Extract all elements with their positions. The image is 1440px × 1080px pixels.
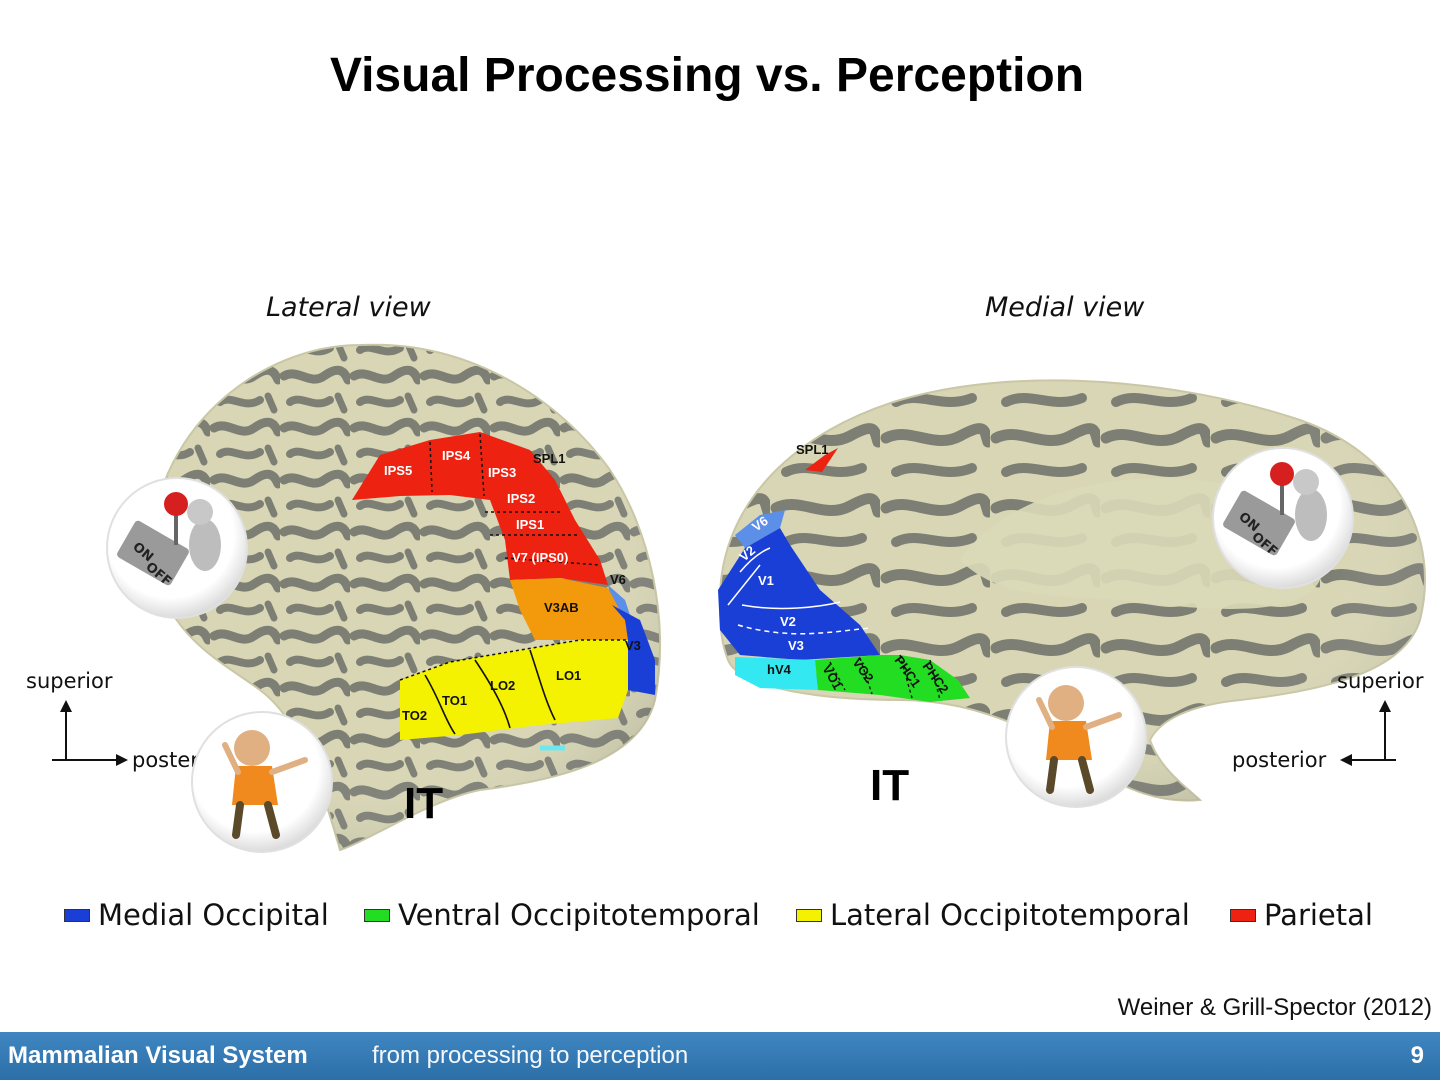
medial-view-label: Medial view — [985, 292, 1145, 323]
legend-item-ventral-occipitotemporal: Ventral Occipitotemporal — [364, 898, 760, 932]
label-m-v6: V6 — [749, 513, 771, 534]
legend-swatch — [64, 908, 90, 922]
label-ips5: IPS5 — [384, 463, 412, 478]
label-lo2: LO2 — [490, 678, 515, 693]
legend-item-lateral-occipitotemporal: Lateral Occipitotemporal — [796, 898, 1190, 932]
confused-person-icon — [191, 711, 333, 853]
axis-posterior-left: poster — [132, 748, 199, 772]
label-m-v1: V1 — [758, 573, 774, 588]
axis-superior-right: superior — [1337, 669, 1424, 693]
lateral-axis-indicator: superior poster — [26, 669, 199, 772]
axis-superior-left: superior — [26, 669, 113, 693]
on-off-switch-icon: ON OFF — [106, 477, 248, 619]
label-m-spl1: SPL1 — [796, 442, 829, 457]
label-v3ab: V3AB — [544, 600, 579, 615]
label-m-v3: V3 — [788, 638, 804, 653]
slide-title: Visual Processing vs. Perception — [329, 49, 1085, 102]
legend-item-parietal: Parietal — [1230, 898, 1373, 932]
on-off-switch-icon: ON OFF — [1212, 447, 1354, 589]
legend-label: Lateral Occipitotemporal — [830, 898, 1190, 932]
lateral-brain: IPS5 IPS4 IPS3 SPL1 IPS2 IPS1 V7 (IPS0) … — [148, 343, 661, 852]
citation: Weiner & Grill-Spector (2012) — [1117, 994, 1432, 1021]
label-to2: TO2 — [402, 708, 427, 723]
label-ips1: IPS1 — [516, 517, 544, 532]
page-number: 9 — [1410, 1042, 1424, 1069]
lateral-view-label: Lateral view — [266, 292, 431, 323]
label-ips4: IPS4 — [442, 448, 471, 463]
label-v7: V7 (IPS0) — [512, 550, 568, 565]
footer-bar: Mammalian Visual System from processing … — [0, 1032, 1440, 1080]
label-lo1: LO1 — [556, 668, 581, 683]
label-spl1: SPL1 — [533, 451, 566, 466]
lateral-it-label: IT — [404, 779, 443, 828]
legend-label: Ventral Occipitotemporal — [398, 898, 760, 932]
label-v3: V3 — [625, 638, 641, 653]
legend-swatch — [1230, 908, 1256, 922]
legend-swatch — [364, 908, 390, 922]
label-to1: TO1 — [442, 693, 467, 708]
legend-label: Medial Occipital — [98, 898, 329, 932]
label-v6: V6 — [610, 572, 626, 587]
medial-it-label: IT — [870, 761, 909, 810]
legend-item-medial-occipital: Medial Occipital — [64, 898, 329, 932]
legend: Medial Occipital Ventral Occipitotempora… — [64, 898, 1384, 942]
legend-swatch — [796, 908, 822, 922]
label-m-v2: V2 — [780, 614, 796, 629]
legend-label: Parietal — [1264, 898, 1373, 932]
medial-axis-indicator: superior posterior — [1232, 669, 1424, 772]
footer-subtitle: from processing to perception — [372, 1042, 689, 1069]
label-ips2: IPS2 — [507, 491, 535, 506]
label-ips3: IPS3 — [488, 465, 516, 480]
footer-title: Mammalian Visual System — [8, 1042, 308, 1069]
label-m-hv4: hV4 — [767, 662, 792, 677]
confused-person-icon — [1005, 666, 1147, 808]
axis-posterior-right: posterior — [1232, 748, 1327, 772]
